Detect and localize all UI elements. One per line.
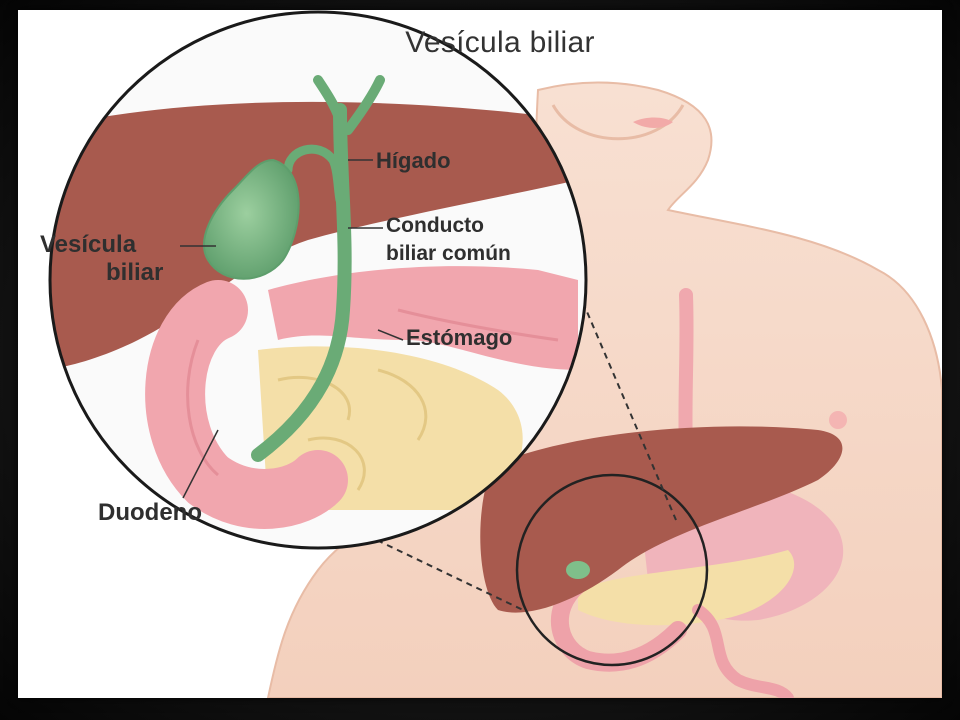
magnifier-ring [48, 10, 588, 550]
zoom-target-circle [515, 473, 709, 667]
common-bile-duct [251, 103, 352, 462]
cystic-duct [283, 144, 345, 205]
magnified-inset [48, 10, 588, 550]
chin-outline [551, 104, 685, 141]
label-higado: Hígado [376, 148, 451, 173]
label-estomago: Estómago [406, 325, 512, 350]
hepatic-duct-branch [313, 75, 385, 135]
lips [633, 117, 673, 128]
esophagus [678, 288, 694, 457]
label-conducto-line1: Conducto [386, 214, 484, 237]
label-vesicula-line1: Vesícula [40, 231, 137, 258]
leader-estomago [377, 329, 404, 341]
liver-zoom [50, 101, 578, 370]
duodenum-small [551, 576, 687, 672]
intestine-small [692, 604, 794, 698]
gallbladder-small [566, 561, 590, 579]
leader-duodeno [182, 429, 219, 499]
diagram-panel: Hígado Conducto biliar común Vesícula bi… [18, 10, 942, 698]
label-vesicula-line2: biliar [106, 259, 163, 286]
page-title: Vesícula biliar [405, 26, 595, 59]
anatomy-illustration: Hígado Conducto biliar común Vesícula bi… [40, 10, 942, 698]
label-conducto-line2: biliar común [386, 242, 511, 265]
pancreas-small [578, 550, 795, 626]
zoom-connector-top [569, 271, 677, 521]
label-duodeno: Duodeno [98, 499, 202, 526]
duodenum-zoom [145, 280, 348, 529]
gallbladder-zoom [203, 158, 300, 280]
nipple [829, 411, 847, 429]
